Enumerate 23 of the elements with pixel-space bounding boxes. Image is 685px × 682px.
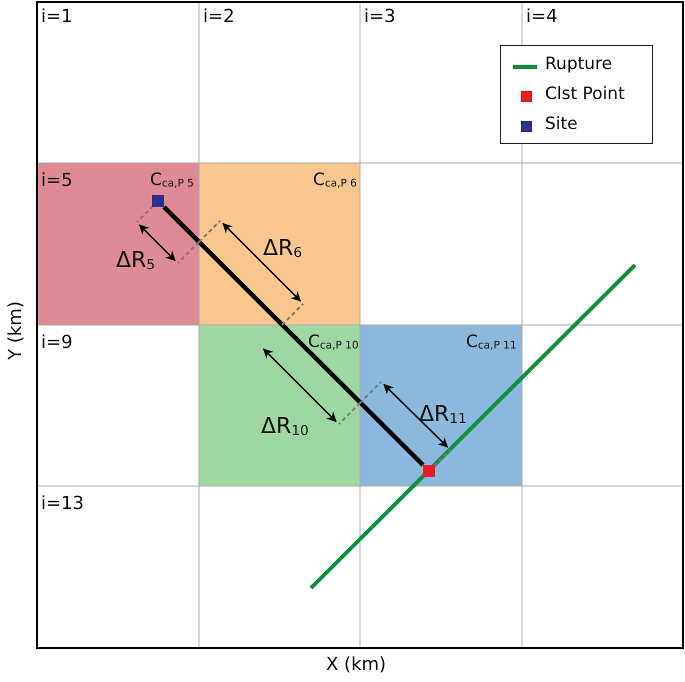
grid-label: i=4: [526, 6, 558, 27]
grid-label: i=3: [364, 6, 396, 27]
grid-label: i=5: [41, 170, 73, 191]
axis-title: Y (km): [4, 301, 26, 360]
closest-point-marker: [423, 465, 435, 477]
grid-label: i=13: [41, 493, 84, 514]
cell-label: C$_{ca,P 6}$: [313, 170, 357, 190]
grid-label: i=9: [41, 332, 73, 353]
grid-label: i=1: [41, 6, 73, 27]
grid-label: i=2: [203, 6, 235, 27]
cell-label: C$_{ca,P 5}$: [150, 170, 194, 190]
site-marker: [152, 195, 164, 207]
distance-label: ΔR$_{6}$: [263, 236, 302, 262]
legend-label: Clst Point: [545, 84, 625, 104]
axis-title: X (km): [326, 654, 386, 675]
legend-label: Site: [545, 114, 578, 134]
cell-label: C$_{ca,P 11}$: [466, 332, 517, 352]
distance-label: ΔR$_{10}$: [261, 414, 309, 440]
legend-label: Rupture: [545, 54, 612, 74]
distance-label: ΔR$_{11}$: [419, 402, 467, 428]
distance-label: ΔR$_{5}$: [116, 248, 156, 274]
distance-path: [162, 205, 425, 467]
cell-label: C$_{ca,P 10}$: [308, 332, 359, 352]
